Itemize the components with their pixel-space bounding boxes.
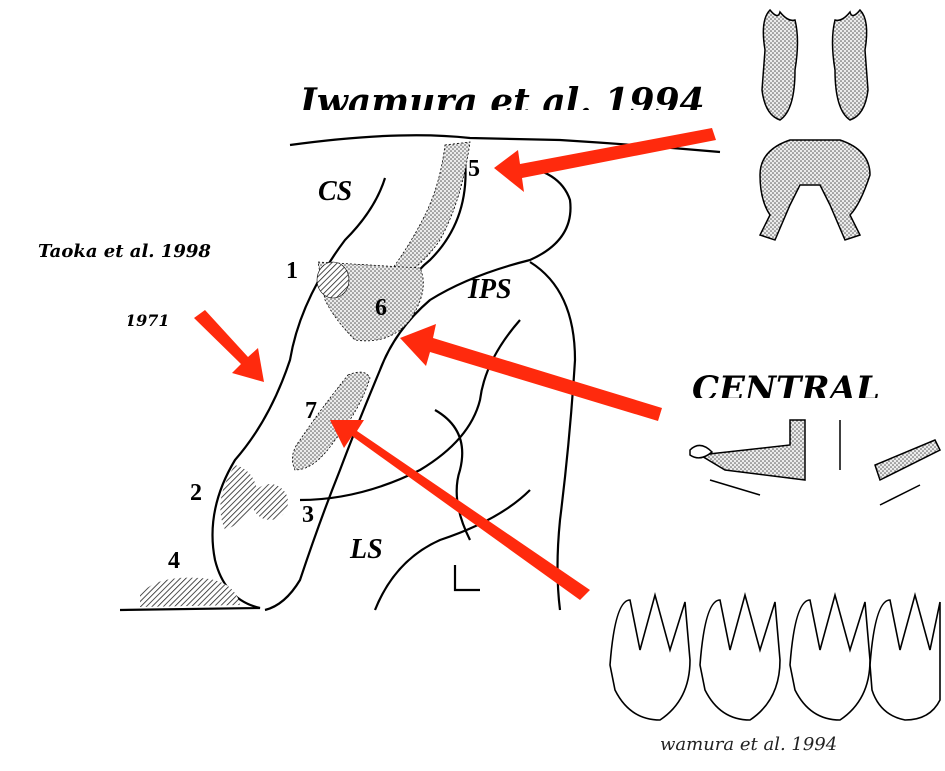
citation-left-partial: 1971 xyxy=(128,311,170,330)
area-label-4: 4 xyxy=(168,548,180,574)
area-label-5: 5 xyxy=(468,156,480,182)
title-top-clip: Iwamura et al. 1994 xyxy=(300,84,730,110)
area-3-hatch xyxy=(252,484,288,520)
title-top: Iwamura et al. 1994 xyxy=(300,84,705,110)
arm-illustration xyxy=(690,420,940,505)
central-label: CENTRAL xyxy=(692,372,880,398)
sulcus-label-ips: IPS xyxy=(467,274,512,305)
central-label-clip: CENTRAL xyxy=(692,372,892,398)
arrow-to-area-7 xyxy=(330,420,590,600)
citation-bottom: wamura et al. 1994 xyxy=(660,734,837,755)
area-label-1: 1 xyxy=(286,258,298,284)
area-1-hatch xyxy=(317,262,349,298)
sulcus-label-cs: CS xyxy=(318,176,352,207)
area-5-stipple xyxy=(390,142,470,275)
cortex-outline xyxy=(120,135,720,610)
sulcus-label-ls: LS xyxy=(349,534,383,565)
hands-illustration xyxy=(610,595,940,720)
citation-left: Taoka et al. 1998 xyxy=(38,241,211,262)
arrow-to-area-6 xyxy=(400,324,662,421)
area-label-7: 7 xyxy=(305,398,317,424)
area-label-6: 6 xyxy=(375,295,387,321)
area-label-3: 3 xyxy=(302,502,314,528)
arrow-to-area-5 xyxy=(494,128,716,192)
hands-legs-illustration xyxy=(760,10,870,240)
arrow-to-area-1 xyxy=(194,310,264,382)
area-label-2: 2 xyxy=(190,480,202,506)
